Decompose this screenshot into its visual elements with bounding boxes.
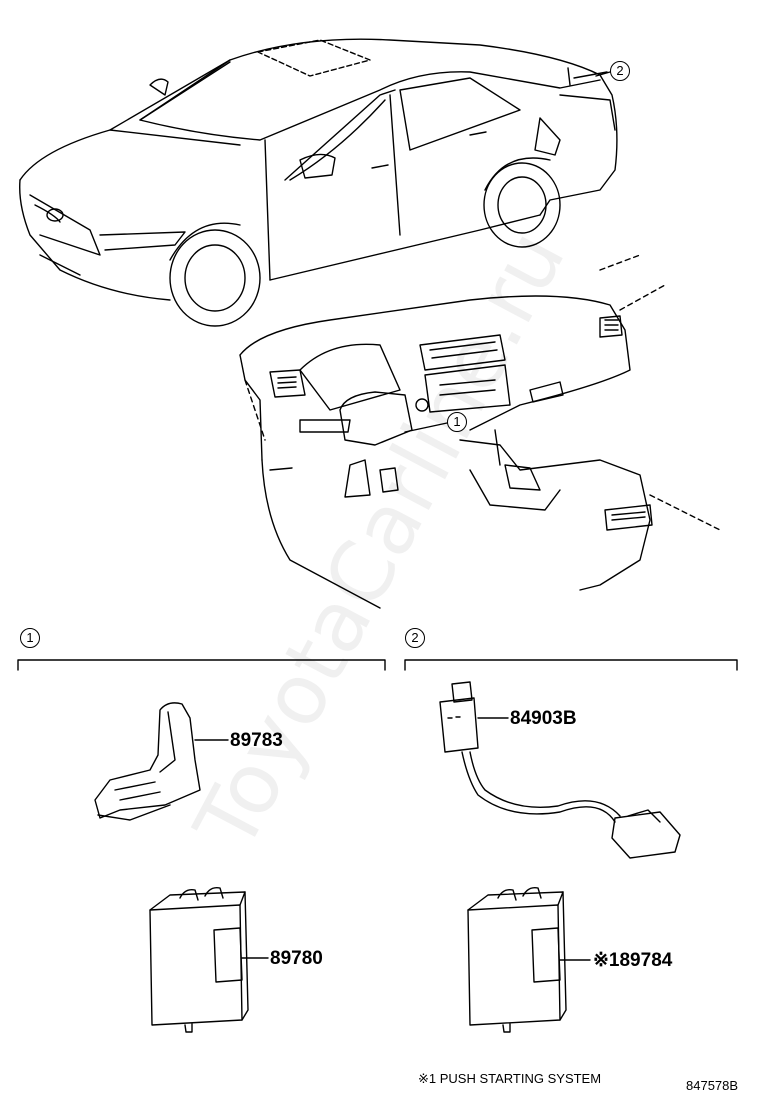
part-label-84903b: 84903B	[510, 708, 577, 729]
part-89780-illustration	[149, 886, 249, 1033]
part-label-89780: 89780	[270, 948, 323, 969]
section-bracket-1	[17, 659, 386, 671]
section-2-marker: 2	[405, 628, 425, 648]
footnote: ※1 PUSH STARTING SYSTEM	[418, 1071, 602, 1086]
figure-id: 847578B	[686, 1078, 739, 1093]
callout-leader-2	[595, 71, 611, 77]
car-illustration	[19, 38, 618, 327]
part-label-89784: ※189784	[593, 950, 673, 971]
section-1-marker: 1	[20, 628, 40, 648]
section-bracket-2	[404, 659, 738, 671]
callout-1-marker: 1	[447, 412, 467, 432]
callout-leader-1	[404, 422, 448, 433]
part-89784-illustration	[467, 886, 567, 1033]
part-label-89783: 89783	[230, 730, 283, 751]
callout-2-marker: 2	[610, 61, 630, 81]
part-84903b-illustration	[439, 681, 681, 859]
part-89783-illustration	[94, 702, 201, 821]
dashboard-illustration	[239, 254, 721, 609]
